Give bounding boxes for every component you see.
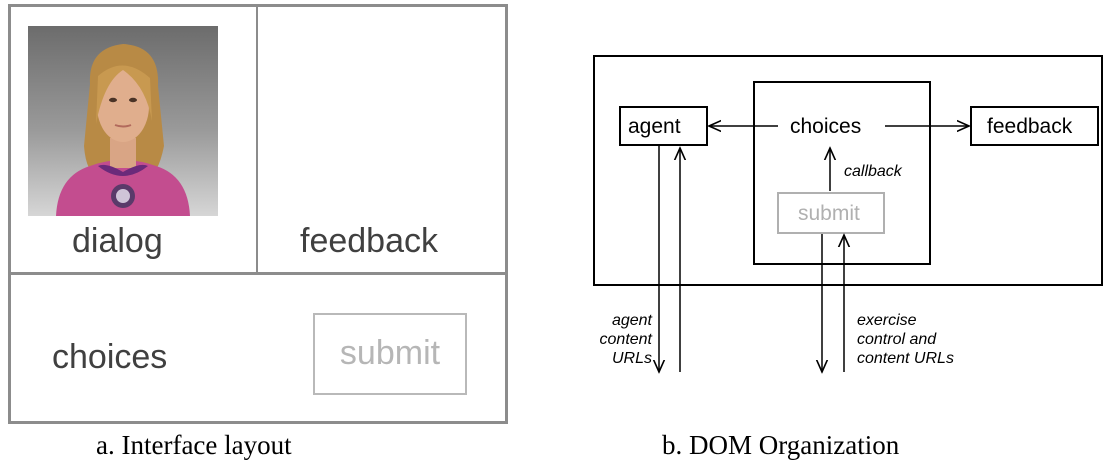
dom-organization-panel: agent choices feedback submit callback a… [560,0,1115,430]
dialog-label: dialog [72,222,163,260]
feedback-label: feedback [300,222,438,260]
agent-avatar-illustration [56,44,190,216]
choices-frame [753,81,931,265]
agent-node-label: agent [628,115,681,138]
dom-diagram [593,55,1103,430]
caption-dom-organization: b. DOM Organization [662,430,900,460]
agent-urls-line: URLs [611,350,652,367]
submit-box [777,192,885,234]
submit-button[interactable]: submit [313,313,467,395]
exercise-urls-line: exercise [857,312,917,329]
agent-urls-annotation: agent content URLs [578,311,652,368]
choices-label: choices [52,338,168,376]
submit-button-label: submit [339,334,441,372]
callback-annotation: callback [844,163,902,180]
agent-urls-line: agent [611,312,652,329]
agent-box [619,106,708,146]
exercise-urls-annotation: exercise control and content URLs [857,311,954,368]
vertical-divider [256,4,258,274]
page-frame [593,55,1103,286]
exercise-urls-line: content URLs [857,350,954,367]
agent-urls-line: content [599,331,652,348]
feedback-box [970,106,1099,146]
caption-interface-layout: a. Interface layout [96,430,292,460]
agent-avatar [28,26,218,216]
horizontal-divider [8,272,508,275]
interface-layout-panel: dialog feedback choices submit [0,0,520,430]
submit-node-label: submit [798,202,860,225]
choices-node-label: choices [790,115,862,138]
exercise-urls-line: control and [857,331,937,348]
feedback-node-label: feedback [987,115,1073,138]
layout-frame [8,4,508,424]
